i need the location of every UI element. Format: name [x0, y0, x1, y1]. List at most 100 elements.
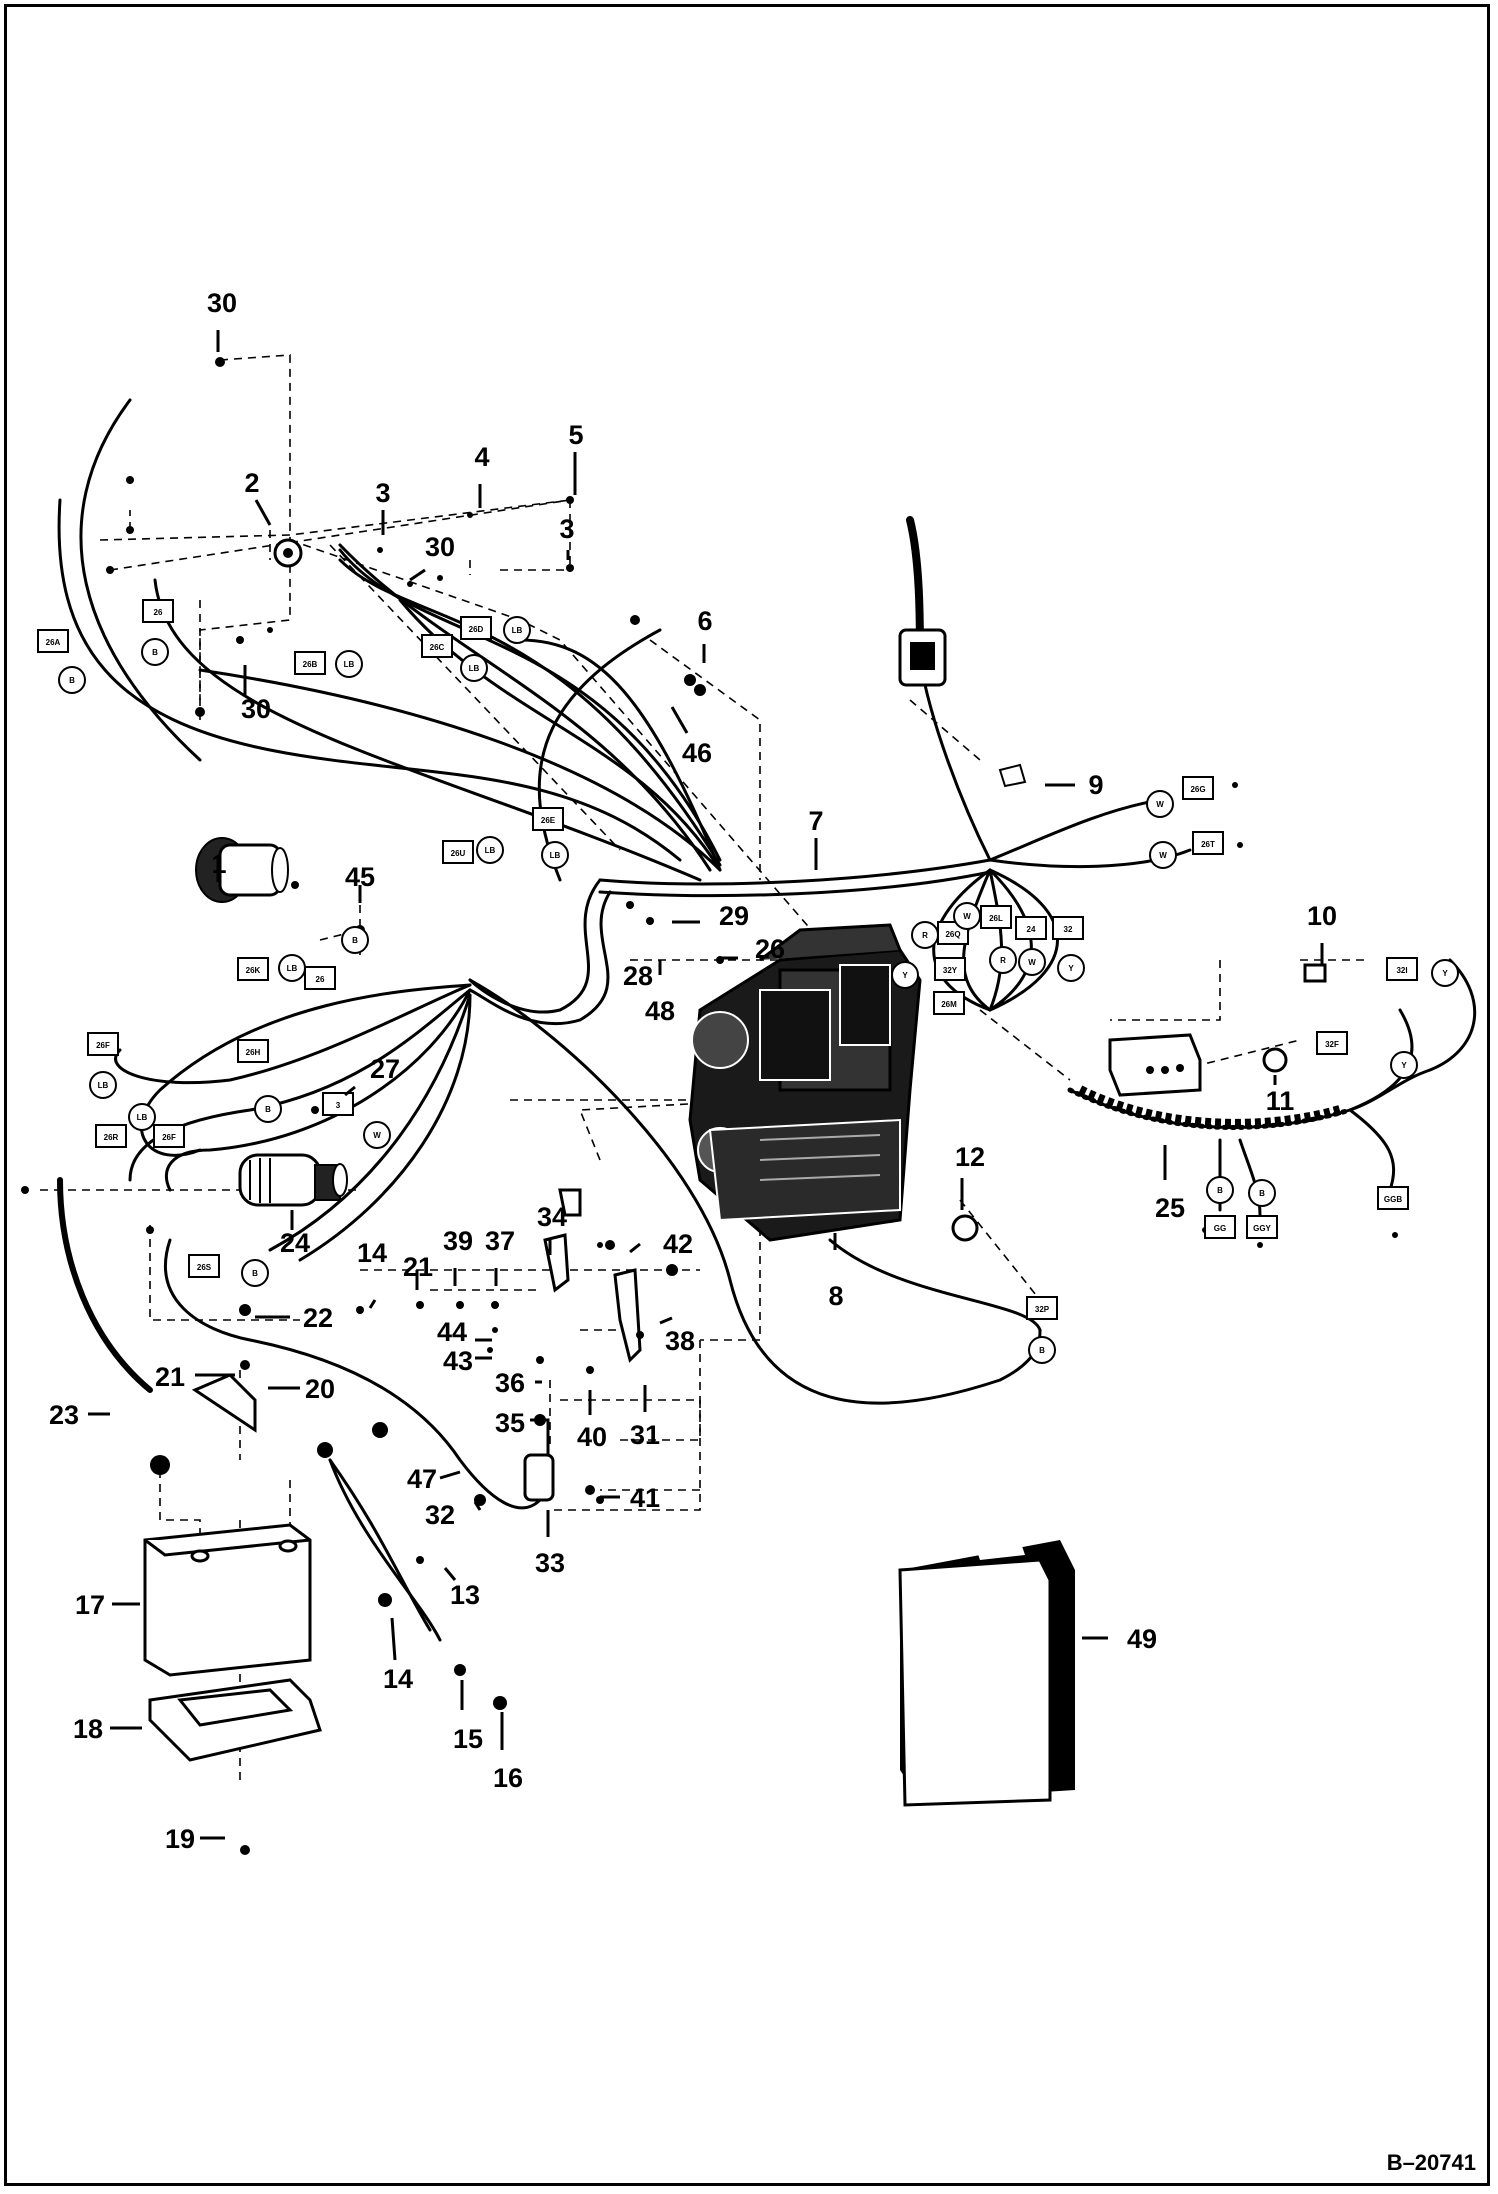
wire-color: B: [1217, 1186, 1223, 1195]
wire-tag: 26U: [451, 849, 466, 858]
wire-tags: 26A 26 26B 26D 26C 26E 26G 26T 26U 26K 2…: [37, 599, 1418, 1320]
wire-color: Y: [1401, 1061, 1407, 1070]
wire-color: W: [1028, 958, 1036, 967]
callout-21: 21: [403, 1252, 433, 1282]
wire-tag: 26E: [541, 816, 556, 825]
wire-color: B: [69, 676, 75, 685]
sender-units: [951, 963, 1327, 1242]
wire-tag: 26L: [989, 914, 1003, 923]
wire-color: LB: [485, 846, 496, 855]
callout-48: 48: [645, 996, 675, 1026]
callout-3: 3: [375, 478, 390, 508]
callout-13: 13: [450, 1580, 480, 1610]
wire-color: LB: [137, 1113, 148, 1122]
wire-tag: 26T: [1201, 840, 1215, 849]
wire-tag: 26R: [104, 1133, 119, 1142]
callout-22: 22: [303, 1303, 333, 1333]
wire-tag: 26B: [303, 660, 318, 669]
wire-color: R: [1000, 956, 1006, 965]
wire-tag: 26K: [246, 966, 261, 975]
wire-color: B: [252, 1269, 258, 1278]
callout-7: 7: [808, 806, 823, 836]
wire-tag: 26G: [1190, 785, 1205, 794]
callout-numbers: 30 2 3 4 5 3 30 30 6 46 9 7 1 45 29 26 2…: [49, 288, 1337, 1854]
wire-color: Y: [902, 971, 908, 980]
callout-10: 10: [1307, 901, 1337, 931]
wire-color: R: [922, 931, 928, 940]
callout-44: 44: [437, 1317, 467, 1347]
wire-color: B: [1259, 1189, 1265, 1198]
callout-30: 30: [425, 532, 455, 562]
wire-color: W: [1156, 800, 1164, 809]
wire-tag: 26D: [469, 625, 484, 634]
callout-49: 49: [1127, 1624, 1157, 1654]
key-switch: [273, 538, 303, 568]
wire-tag: 26A: [46, 638, 61, 647]
callout-9: 9: [1088, 770, 1103, 800]
wire-tag: 26: [154, 608, 163, 617]
battery: [143, 1523, 312, 1677]
callout-20: 20: [305, 1374, 335, 1404]
callout-1: 1: [211, 849, 226, 879]
callout-31: 31: [630, 1420, 660, 1450]
callout-3: 3: [559, 514, 574, 544]
wire-tag: 26F: [162, 1133, 176, 1142]
wire-tag: 26: [316, 975, 325, 984]
callout-39: 39: [443, 1226, 473, 1256]
callout-24: 24: [280, 1228, 310, 1258]
callout-17: 17: [75, 1590, 105, 1620]
wire-tag: 26Q: [945, 930, 960, 939]
callout-8: 8: [828, 1281, 843, 1311]
wire-tag: GGY: [1253, 1224, 1271, 1233]
wire-tag: 32F: [1325, 1040, 1339, 1049]
callout-43: 43: [443, 1346, 473, 1376]
callout-25: 25: [1155, 1193, 1185, 1223]
callout-32: 32: [425, 1500, 455, 1530]
wire-color: LB: [344, 660, 355, 669]
wire-color: B: [352, 936, 358, 945]
callout-23: 23: [49, 1400, 79, 1430]
callout-38: 38: [665, 1326, 695, 1356]
wire-color: LB: [98, 1081, 109, 1090]
callout-18: 18: [73, 1714, 103, 1744]
harness-loom-25: [1077, 1085, 1342, 1129]
bracket: [191, 1373, 257, 1433]
wire-tag: 24: [1027, 925, 1036, 934]
callout-30: 30: [241, 694, 271, 724]
callout-4: 4: [474, 442, 489, 472]
wire-tag: 32Y: [943, 966, 958, 975]
fuel-filter: [523, 1418, 555, 1502]
engine: [688, 923, 922, 1242]
callout-21: 21: [155, 1362, 185, 1392]
callout-33: 33: [535, 1548, 565, 1578]
wire-color: LB: [512, 626, 523, 635]
callout-leaders: [88, 330, 1324, 1840]
callout-37: 37: [485, 1226, 515, 1256]
control-box: [1108, 1033, 1202, 1097]
wire-color: B: [265, 1105, 271, 1114]
wire-color: W: [373, 1131, 381, 1140]
wire-tag: 26S: [197, 1263, 212, 1272]
callout-16: 16: [493, 1763, 523, 1793]
callout-28: 28: [623, 961, 653, 991]
wire-tag: 32P: [1035, 1305, 1050, 1314]
callout-35: 35: [495, 1408, 525, 1438]
wire-tag: 26M: [941, 1000, 957, 1009]
callout-47: 47: [407, 1464, 437, 1494]
wire-tag: GGB: [1384, 1195, 1402, 1204]
wire-tag: 26F: [96, 1041, 110, 1050]
wire-color: B: [1039, 1346, 1045, 1355]
callout-27: 27: [370, 1054, 400, 1084]
operator-manual: [898, 1540, 1075, 1807]
connector-plug: [898, 628, 1027, 788]
callout-14: 14: [383, 1664, 413, 1694]
wire-color: LB: [469, 664, 480, 673]
wire-color: B: [152, 648, 158, 657]
callout-2: 2: [244, 468, 259, 498]
wire-color: LB: [550, 851, 561, 860]
figure-id: B–20741: [1386, 2150, 1476, 2175]
wire-tag: 32I: [1396, 966, 1407, 975]
callout-40: 40: [577, 1422, 607, 1452]
callout-29: 29: [719, 901, 749, 931]
